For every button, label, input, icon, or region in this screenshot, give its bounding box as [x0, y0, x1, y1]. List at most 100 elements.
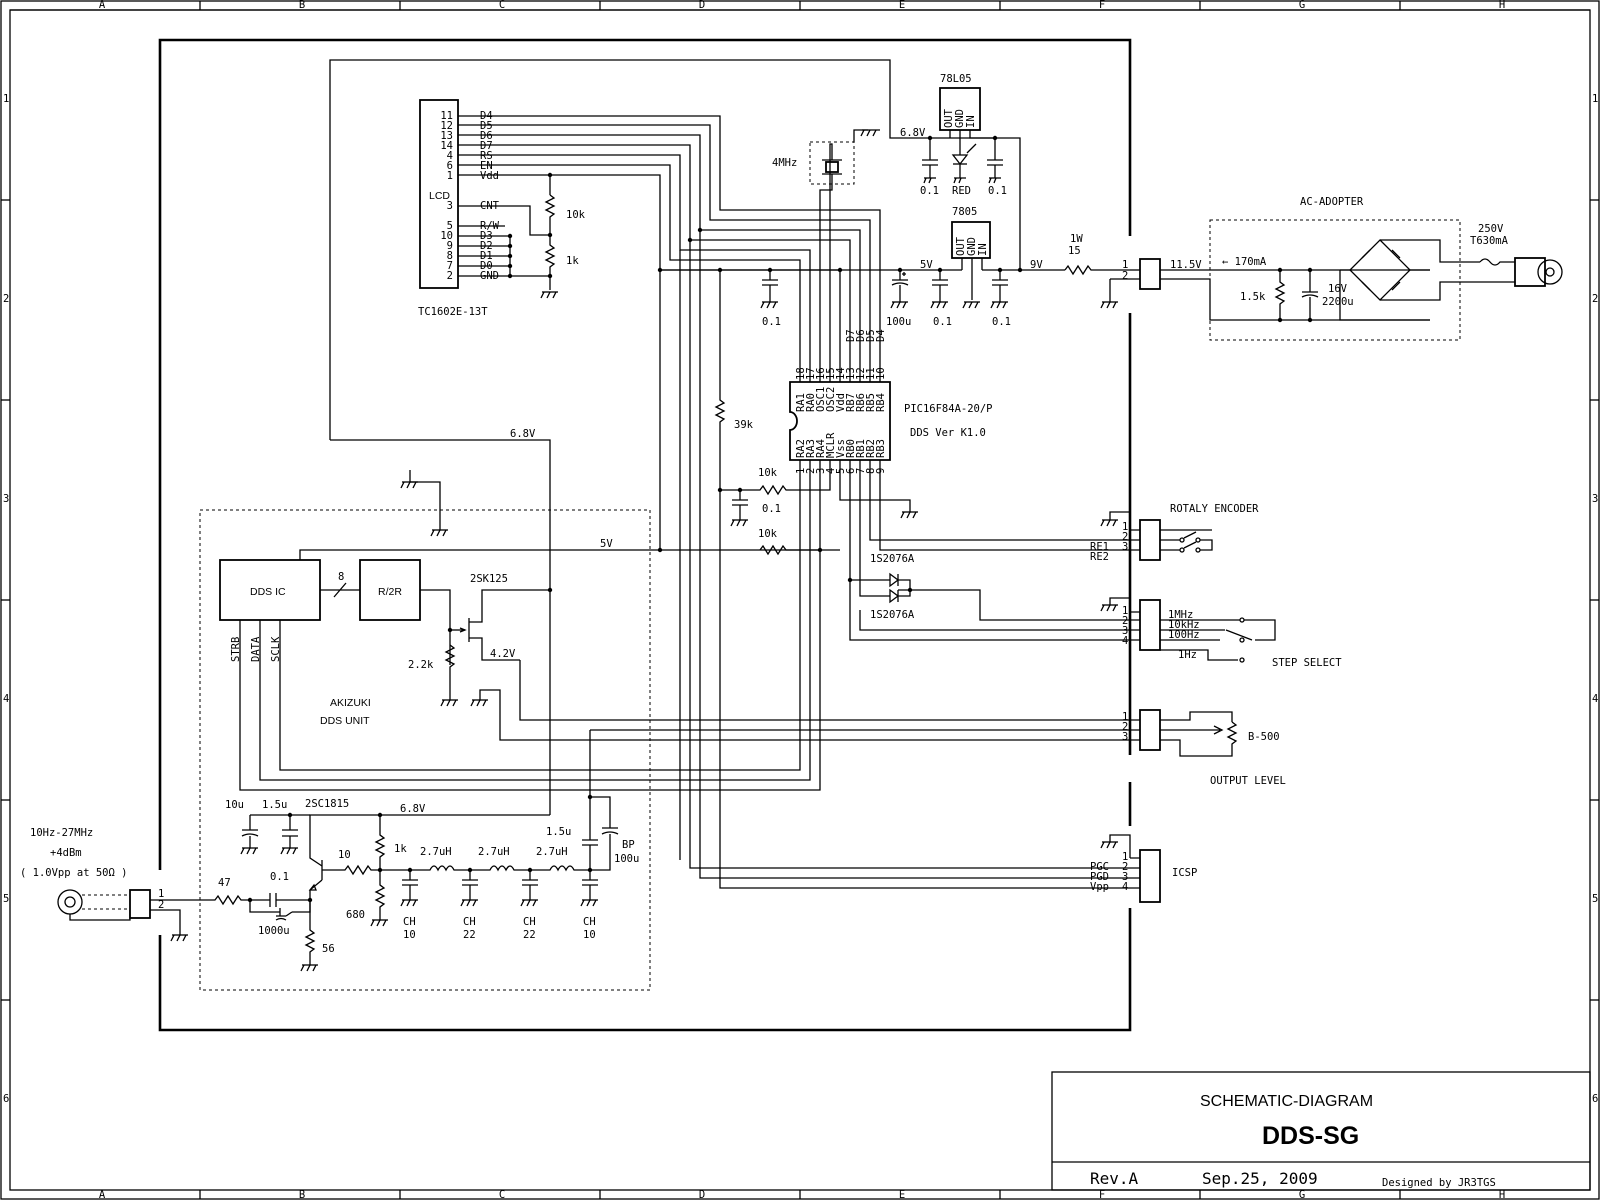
icsp-pin-2: 2 — [1122, 861, 1128, 873]
row-label-4: 4 — [3, 693, 9, 705]
pic-bus-d6: D6 — [855, 329, 867, 342]
dds-r2r-label: R/2R — [378, 586, 402, 598]
pic-pin-rb3: RB3 — [875, 439, 887, 458]
pic-pin-num-3: 3 — [815, 468, 827, 474]
out-bp-val: 100u — [614, 853, 639, 865]
out-ch-a: CH — [403, 916, 416, 928]
dds-pin-sclk: SCLK — [270, 636, 282, 662]
out-ch-c: CH — [523, 916, 536, 928]
pic-pin-num-5: 5 — [835, 468, 847, 474]
col-label-f: F — [1099, 0, 1105, 11]
lcd-pin-d3: D3 — [480, 230, 493, 242]
lcd-pin-d0: D0 — [480, 260, 493, 272]
level-pot: B-500 — [1248, 731, 1280, 743]
pic-pin-rb7: RB7 — [845, 393, 857, 412]
reg-7805-pin-gnd: GND — [966, 237, 978, 256]
col-label-b-bottom: B — [299, 1189, 305, 1200]
output-level: 1 2 3 B-500 OUTPUT LEVEL — [499, 660, 1286, 787]
pic-c01: 0.1 — [762, 503, 781, 515]
step-opt-1hz: 1Hz — [1178, 649, 1197, 661]
icsp-header: ICSP 1 2 3 4 PGC PGD Vpp — [679, 227, 1197, 903]
step-pin-1: 1 — [1122, 605, 1128, 617]
reg-7805-name: 7805 — [952, 206, 977, 218]
pic-pin-num-17: 17 — [805, 367, 817, 380]
title-rev: Rev.A — [1090, 1169, 1139, 1188]
out-l3: 2.7uH — [536, 846, 568, 858]
out-ch-val-d: 10 — [583, 929, 596, 941]
pic-pin-num-9: 9 — [875, 468, 887, 474]
ac-adapter: 1 2 11.5V ← 170mA AC-ADOPTER 1.5k 16V 22… — [1100, 196, 1563, 341]
lcd-pin-vdd: Vdd — [480, 170, 499, 182]
out-freq: 10Hz-27MHz — [30, 827, 93, 839]
dds-unit-label-1: AKIZUKI — [330, 697, 371, 709]
pic-pin-num-7: 7 — [855, 468, 867, 474]
reg-78l05-name: 78L05 — [940, 73, 972, 85]
row-label-5: 5 — [3, 893, 9, 905]
step-pin-3: 3 — [1122, 625, 1128, 637]
pic-pin-num-16: 16 — [815, 367, 827, 380]
lcd-pin-en: EN — [480, 160, 493, 172]
out-l1: 2.7uH — [420, 846, 452, 858]
pic-bus-d7: D7 — [845, 329, 857, 342]
lcd-pin-num-12: 12 — [440, 120, 453, 132]
pic-part-number: PIC16F84A-20/P — [904, 403, 993, 415]
pic-pin-num-4: 4 — [825, 468, 837, 474]
pic-pin-num-12: 12 — [855, 367, 867, 380]
icsp-pin-3: 3 — [1122, 871, 1128, 883]
pic-r10k-ra: 10k — [758, 528, 778, 540]
ac-resistor: 1.5k — [1240, 291, 1266, 303]
pic-pin-ra4: RA4 — [815, 439, 827, 458]
out-ch-d: CH — [583, 916, 596, 928]
title-name: DDS-SG — [1262, 1122, 1359, 1150]
wire-6v8-loop: 6.8V 6.8V — [329, 59, 1000, 815]
pic-pin-ra0: RA0 — [805, 393, 817, 412]
step-opt-100hz: 100Hz — [1168, 629, 1200, 641]
out-ch-val-b: 22 — [463, 929, 476, 941]
step-opt-10khz: 10kHz — [1168, 619, 1200, 631]
dds-pin-strb: STRB — [230, 637, 242, 662]
dds-v-source: 4.2V — [490, 648, 516, 660]
dds-5v-label: 5V — [600, 538, 613, 550]
row-label-3-right: 3 — [1592, 493, 1598, 505]
out-l2: 2.7uH — [478, 846, 510, 858]
step-pin-2: 2 — [1122, 615, 1128, 627]
label-6v8-left: 6.8V — [510, 428, 536, 440]
enclosure-outline — [158, 38, 1132, 1032]
pwr-pin-1: 1 — [1122, 259, 1128, 271]
lcd-pin-num-14: 14 — [440, 140, 453, 152]
col-label-g: G — [1299, 0, 1305, 11]
lcd-pin-d5: D5 — [480, 120, 493, 132]
step-opt-1mhz: 1MHz — [1168, 609, 1193, 621]
lcd-pin-d4: D4 — [480, 110, 493, 122]
rail-9v-label: 9V — [1030, 259, 1043, 271]
pwr-pin-2: 2 — [1122, 270, 1128, 282]
pic-r10k-mclr: 10k — [758, 467, 778, 479]
cap-9v: 0.1 — [992, 316, 1011, 328]
out-c1000u: 1000u — [258, 925, 290, 937]
pic-pin-osc2: OSC2 — [825, 387, 837, 412]
lcd-pin-num-2: 2 — [447, 270, 453, 282]
cap-5v-b: 100u — [886, 316, 911, 328]
lcd-pin-num-8: 8 — [447, 250, 453, 262]
lcd-pin-gnd: GND — [480, 270, 499, 282]
out-ch-b: CH — [463, 916, 476, 928]
lcd-pin-d2: D2 — [480, 240, 493, 252]
col-label-a: A — [99, 0, 106, 11]
out-r1k: 1k — [394, 843, 407, 855]
reg-78l05-c-right: 0.1 — [988, 185, 1007, 197]
row-label-2: 2 — [3, 293, 9, 305]
fuse-voltage: 250V — [1478, 223, 1504, 235]
icsp-pin-4: 4 — [1122, 881, 1128, 893]
pic-pin-vss: Vss — [835, 439, 847, 458]
step-diode-bottom: 1S2076A — [870, 609, 915, 621]
title-block: SCHEMATIC-DIAGRAM DDS-SG Rev.A Sep.25, 2… — [1051, 1071, 1591, 1191]
pic-pin-num-2: 2 — [805, 468, 817, 474]
col-label-e: E — [899, 0, 905, 11]
out-pin-2: 2 — [158, 899, 164, 911]
reg-78l05-pin-in: IN — [965, 115, 977, 128]
dds-bus-width: 8 — [338, 571, 344, 583]
ac-cap-value: 2200u — [1322, 296, 1354, 308]
rotary-encoder: ROTALY ENCODER 1 2 3 RE1 RE2 — [869, 480, 1259, 563]
lcd-pin-rw: R/W — [480, 220, 500, 232]
